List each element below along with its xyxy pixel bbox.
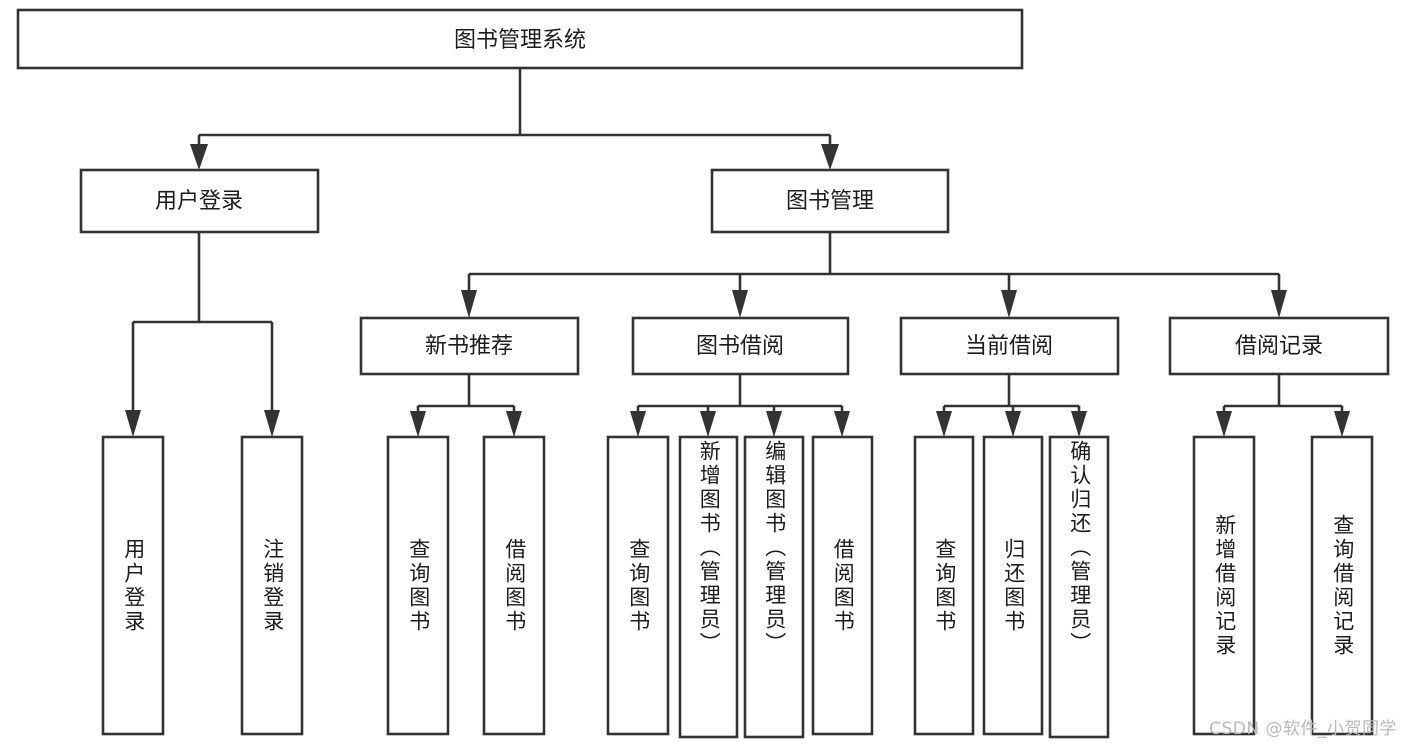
node-book-management[interactable]: 图书管理 [710,168,950,234]
arrow-head-leaf-edit-book [766,411,782,437]
arrow-head-book-borrow [732,290,748,318]
node-root-box[interactable] [16,8,1024,70]
arrow-head-current-borrow [1001,290,1017,318]
leaf-box-query-record[interactable] [1310,435,1374,736]
connector-group-root-to-level2 [190,68,839,170]
node-book-management-label: 图书管理 [786,189,874,214]
arrow-head-leaf-borrow-book-2 [834,411,850,437]
node-user-login-box[interactable] [79,168,320,234]
arrow-head-leaf-borrow-book-1 [506,411,522,437]
arrow-head-leaf-logout [264,410,280,437]
leaf-box-query-book-1[interactable] [386,435,450,736]
arrow-head-new-book-recommend [461,290,477,318]
node-book-management-box[interactable] [710,168,950,234]
leaf-box-query-book-3[interactable] [913,435,975,736]
node-borrow-record-label: 借阅记录 [1235,334,1323,359]
node-book-borrow-label: 图书借阅 [696,334,784,359]
arrow-head-leaf-query-book-3 [936,411,952,437]
leaf-box-edit-book[interactable] [743,435,805,739]
node-new-book-recommend-box[interactable] [359,316,580,376]
node-borrow-record-box[interactable] [1168,316,1390,376]
leaf-box-confirm-return[interactable] [1048,435,1110,739]
arrow-head-borrow-record [1271,290,1287,318]
node-root-label: 图书管理系统 [454,28,586,53]
arrow-head-leaf-query-book-2 [630,411,646,437]
connector-group-newbook-to-leaves [410,374,522,437]
node-book-borrow-box[interactable] [631,316,850,376]
leaf-box-logout[interactable] [240,435,304,736]
node-borrow-record[interactable]: 借阅记录 [1168,316,1390,376]
arrow-head-leaf-user-login [125,410,141,437]
arrow-head-leaf-query-book-1 [410,411,426,437]
connector-group-currentborrow-to-leaves [936,374,1087,437]
connector-group-borrowrecord-to-leaves [1216,374,1350,437]
leaf-box-add-record[interactable] [1192,435,1256,736]
node-book-borrow[interactable]: 图书借阅 [631,316,850,376]
arrow-head-book-management [821,144,839,170]
node-current-borrow-box[interactable] [899,316,1120,376]
leaf-box-borrow-book-2[interactable] [811,435,874,736]
arrow-head-leaf-confirm-return [1071,411,1087,437]
connector-group-bookborrow-to-leaves [630,374,850,437]
arrow-head-user-login [190,144,208,170]
node-new-book-recommend[interactable]: 新书推荐 [359,316,580,376]
csdn-watermark: CSDN @软件_小贺同学 [1209,719,1397,739]
node-root[interactable]: 图书管理系统 [16,8,1024,70]
node-current-borrow[interactable]: 当前借阅 [899,316,1120,376]
arrow-head-leaf-return-book [1005,411,1021,437]
node-user-login[interactable]: 用户登录 [79,168,320,234]
leaf-box-add-book[interactable] [678,435,739,739]
node-current-borrow-label: 当前借阅 [965,334,1053,359]
arrow-head-leaf-add-book [700,411,716,437]
connector-group-bookmgmt-to-level3 [461,232,1287,318]
leaf-box-user-login[interactable] [101,435,165,736]
leaf-box-query-book-2[interactable] [606,435,670,736]
node-new-book-recommend-label: 新书推荐 [425,334,513,359]
connector-group-userlogin-to-leaves [125,232,280,437]
arrow-head-leaf-add-record [1216,411,1232,437]
leaf-box-return-book[interactable] [982,435,1044,736]
arrow-head-leaf-query-record [1334,411,1350,437]
node-user-login-label: 用户登录 [155,189,243,214]
leaf-box-borrow-book-1[interactable] [482,435,546,736]
